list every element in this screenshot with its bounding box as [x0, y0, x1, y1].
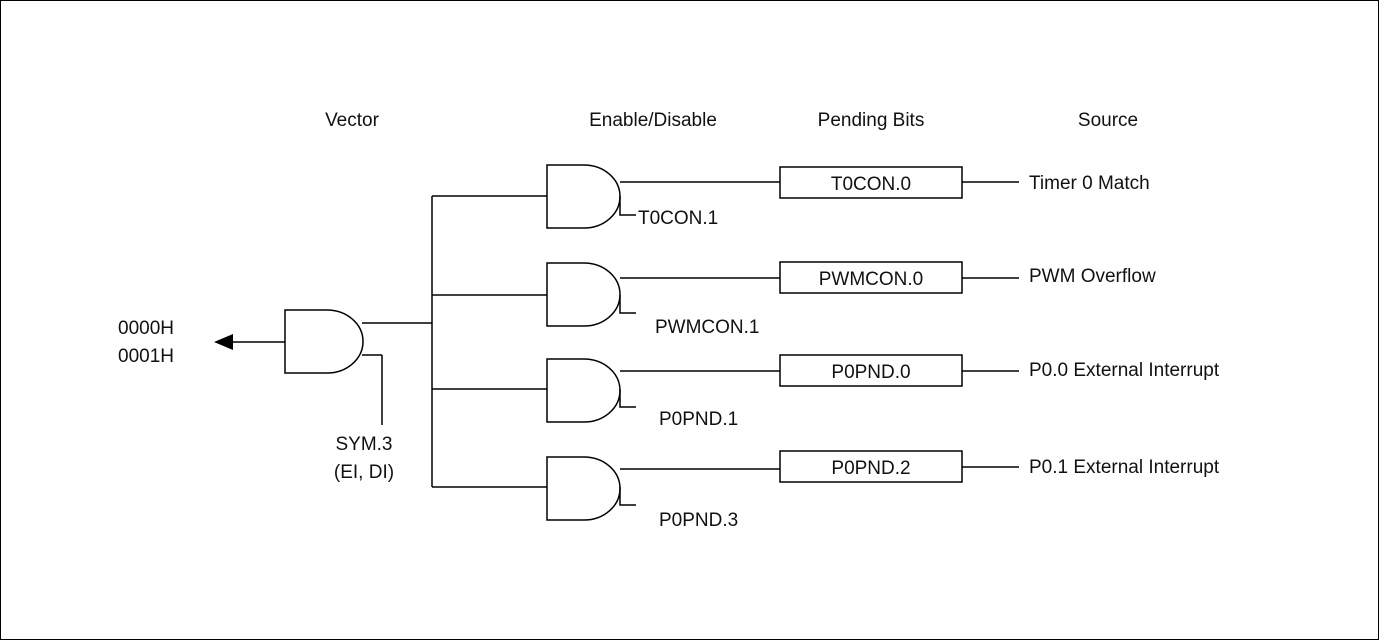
header-enable-disable: Enable/Disable: [589, 110, 717, 131]
row-pending-bit: PWMCON.0: [819, 269, 924, 290]
row-source: PWM Overflow: [1029, 266, 1156, 287]
row-and-gate: [546, 358, 621, 423]
row-pending-bit: T0CON.0: [831, 174, 911, 195]
interrupt-diagram: Vector Enable/Disable Pending Bits Sourc…: [118, 110, 1220, 531]
global-and-gate: [284, 309, 364, 374]
enable-bit-wire: [619, 295, 636, 314]
header-pending-bits: Pending Bits: [818, 110, 925, 131]
header-vector: Vector: [325, 110, 380, 131]
pending-bit-box: [779, 354, 963, 387]
vector-arrowhead: [214, 334, 233, 350]
row-enable-bit: P0PND.3: [659, 510, 738, 531]
row-enable-bit: PWMCON.1: [655, 317, 760, 338]
enable-bit-wire: [619, 196, 636, 216]
row-and-gate: [546, 262, 621, 327]
enable-bit-wire: [619, 487, 636, 506]
pending-bit-box: [779, 450, 963, 483]
row-pending-bit: P0PND.2: [831, 458, 910, 479]
pending-bit-box: [779, 166, 963, 199]
row-and-gate: [546, 164, 621, 229]
row-enable-bit: T0CON.1: [638, 208, 718, 229]
row-source: Timer 0 Match: [1029, 173, 1150, 194]
vector-address-1: 0001H: [118, 346, 174, 367]
pending-bit-box: [779, 261, 963, 294]
row-and-gate: [546, 456, 621, 521]
global-enable-instructions: (EI, DI): [334, 462, 394, 483]
row-enable-bit: P0PND.1: [659, 409, 738, 430]
vector-address-0: 0000H: [118, 318, 174, 339]
row-source: P0.0 External Interrupt: [1029, 360, 1220, 381]
global-enable-bit: SYM.3: [335, 434, 392, 455]
enable-bit-wire: [619, 389, 636, 408]
header-source: Source: [1078, 110, 1138, 131]
row-pending-bit: P0PND.0: [831, 362, 910, 383]
row-source: P0.1 External Interrupt: [1029, 457, 1220, 478]
